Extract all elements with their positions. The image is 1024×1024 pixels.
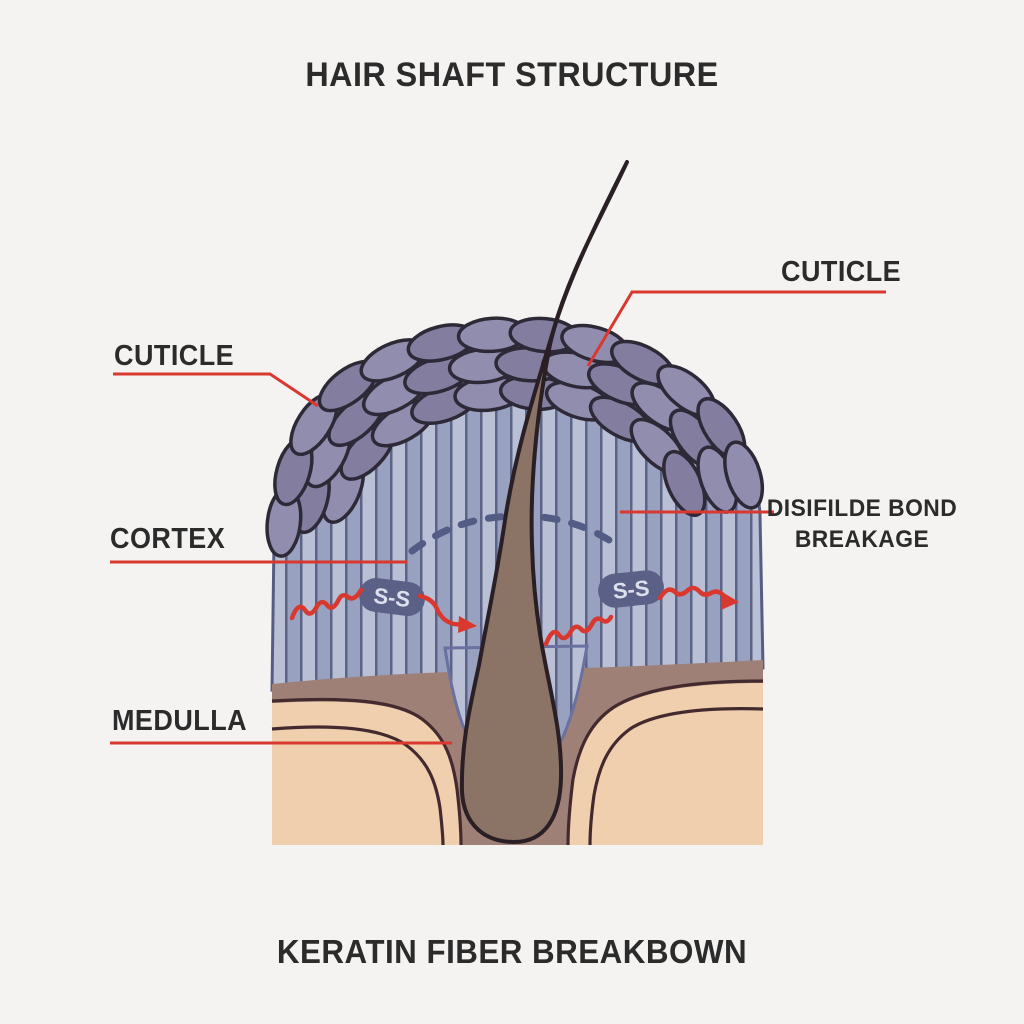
arrowhead-left: [458, 616, 477, 633]
label-disulfide-line1: DISIFILDE BOND: [766, 495, 958, 522]
arrowhead-right: [721, 592, 739, 610]
label-cuticle-right: CUTICLE: [781, 256, 902, 288]
cuticle-scales: [265, 316, 765, 558]
squiggle-left-arrow: [417, 593, 463, 627]
squiggle-mid: [543, 614, 614, 647]
label-cortex: CORTEX: [110, 523, 226, 555]
label-medulla: MEDULLA: [112, 705, 248, 737]
squiggle-left: [289, 587, 364, 621]
diagram-caption: KERATIN FIBER BREAKBOWN: [276, 933, 748, 970]
label-disulfide-line2: BREAKAGE: [794, 526, 930, 554]
bond-badge-right-text: S-S: [612, 575, 651, 604]
skin-left-lobe: [272, 701, 461, 845]
bond-badge-left: S-S: [359, 578, 425, 616]
bond-badge-right: S-S: [598, 570, 664, 608]
label-cuticle-left: CUTICLE: [114, 340, 235, 372]
skin-right-lobe: [568, 683, 763, 845]
leader-cuticle-right: [586, 290, 886, 367]
cuticle-scale: [723, 440, 765, 510]
squiggle-right-arrow: [657, 585, 727, 601]
label-disulfide-bond-breakage: DISIFILDE BOND BREAKAGE: [758, 493, 967, 555]
breakage-squiggles: [289, 585, 727, 647]
hair-shaft: [459, 160, 629, 844]
leader-cuticle-left: [113, 372, 319, 408]
bond-badge-left-text: S-S: [372, 583, 411, 612]
leader-lines: [110, 290, 886, 745]
page-title: HAIR SHAFT STRUCTURE: [305, 56, 719, 94]
skin-layer-lines: [271, 679, 764, 846]
